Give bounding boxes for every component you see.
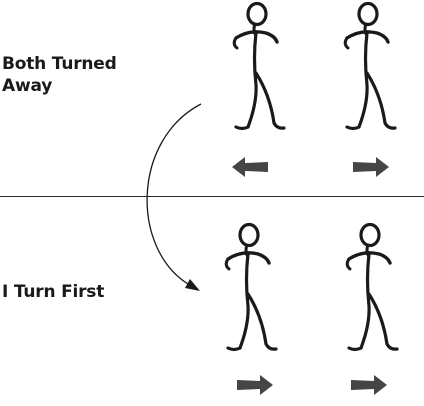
arrow-right-icon [237, 375, 273, 395]
stick-figure-icon [224, 222, 278, 352]
arrow-left-icon [232, 157, 268, 177]
curved-arrow-icon [146, 103, 202, 291]
stick-figure-icon [232, 1, 286, 131]
label-both-turned-away: Both Turned Away [2, 54, 117, 96]
label-i-turn-first: I Turn First [2, 282, 105, 302]
stick-figure-icon [343, 1, 397, 131]
arrow-right-icon [351, 375, 387, 395]
divider-line [0, 196, 424, 197]
figure-top-left [232, 1, 286, 131]
arrow-right-icon [353, 157, 389, 177]
stick-figure-icon [345, 222, 399, 352]
figure-top-right [343, 1, 397, 131]
figure-bottom-right [345, 222, 399, 352]
figure-bottom-left [224, 222, 278, 352]
